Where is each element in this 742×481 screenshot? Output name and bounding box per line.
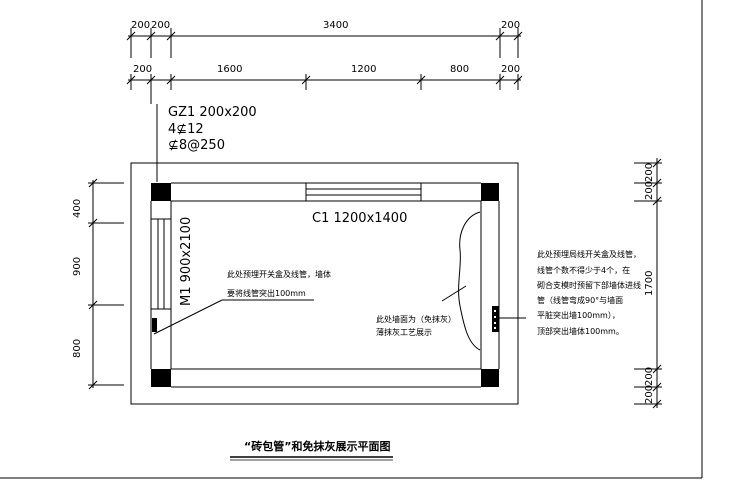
door-label: M1 900x2100 [179,217,194,306]
slab-outline [131,163,518,404]
dim-top2-a: 200 [133,64,152,75]
note-center-line1: 此处墙面为（免抹灰） [376,314,456,324]
note-left-line2: 要将线管突出100mm [227,288,306,298]
column-rebar: 4⊈12 [168,122,204,137]
dim-top1-c: 3400 [323,20,348,31]
switch-box-right [492,306,499,332]
column-top-right [481,183,499,201]
note-center-leader [442,286,466,301]
dim-right-e: 200 [644,385,655,404]
note-right-line1: 此处预埋局线开关盒及线管， [537,249,641,259]
note-left-leader [154,300,222,334]
note-center-line2: 薄抹灰工艺展示 [376,327,432,337]
switch-box-left [152,318,157,332]
dim-top2-b: 1600 [217,64,242,75]
column-top-left [151,183,171,201]
note-right-line4: 管（线管弯成90°与墙面 [537,295,623,305]
dim-left-b: 900 [72,257,83,276]
dim-top2-e: 200 [501,64,520,75]
dim-right-a: 200 [644,163,655,182]
left-dimension [88,179,124,389]
dim-left-a: 400 [72,199,83,218]
note-right-line2: 线管个数不得少于4个，在 [537,265,630,275]
walls [151,183,499,387]
dim-right-c: 1700 [644,271,655,296]
note-left-line1: 此处预埋开关盒及线管，墙体 [227,269,331,279]
column-label: GZ1 200x200 [168,105,257,120]
top-dimension-row-2 [127,74,522,104]
column-bottom-left [151,369,171,387]
window-c1 [306,183,421,201]
dim-top1-b: 200 [151,20,170,31]
dim-top1-a: 200 [131,20,150,31]
column-gz1-group [151,183,499,387]
dim-top2-d: 800 [450,64,469,75]
drawing-title: “砖包管”和免抹灰展示平面图 [244,439,390,453]
right-dimension [634,158,662,408]
note-right-line6: 顶部突出墙体100mm。 [537,326,624,336]
window-label: C1 1200x1400 [312,211,407,226]
door-m1 [151,219,171,309]
switch-box-right-dots [494,310,496,329]
note-right-line5: 平脏突出墙100mm）， [537,310,620,320]
top-dimension-row-1 [127,28,522,58]
dim-top1-d: 200 [501,20,520,31]
column-bottom-right [481,369,499,387]
column-stirrup: ⊈8@250 [168,138,225,153]
plaster-free-area-outline [459,212,480,350]
dim-right-d: 200 [644,367,655,386]
dim-left-c: 800 [72,339,83,358]
dim-right-b: 200 [644,181,655,200]
dim-top2-c: 1200 [351,64,376,75]
note-right-line3: 砌合支模时预留下部墙体进线 [537,280,641,290]
